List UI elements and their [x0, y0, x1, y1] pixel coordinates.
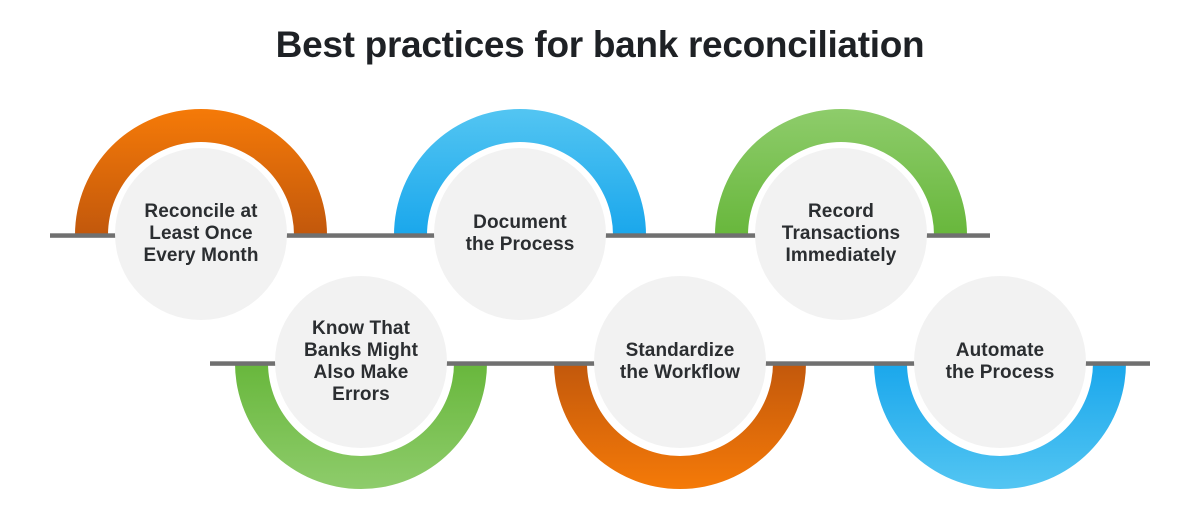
- page-title: Best practices for bank reconciliation: [275, 24, 925, 65]
- node-circle-1: [115, 148, 287, 320]
- arc-ring-green-down: [235, 363, 487, 489]
- arc-ring-orange-down: [554, 363, 806, 489]
- step-label-know: Know That Banks Might Also Make Errors: [303, 318, 419, 405]
- arc-ring-orange-up: [75, 109, 327, 235]
- node-circle-3: [755, 148, 927, 320]
- arc-ring-blue-up: [394, 109, 646, 235]
- node-circle-5: [594, 276, 766, 448]
- node-circles: [115, 148, 1086, 448]
- node-circle-4: [275, 276, 447, 448]
- step-label-reconcile: Reconcile at Least Once Every Month: [143, 201, 259, 266]
- arc-rings: [75, 109, 1126, 489]
- step-label-record: Record Transactions Immediately: [781, 201, 901, 266]
- arc-ring-green-up: [715, 109, 967, 235]
- step-label-standardize: Standardize the Workflow: [619, 340, 741, 383]
- node-circle-2: [434, 148, 606, 320]
- step-label-document: Document the Process: [465, 212, 575, 255]
- step-label-automate: Automate the Process: [945, 340, 1055, 383]
- node-circle-6: [914, 276, 1086, 448]
- arc-ring-blue-down: [874, 363, 1126, 489]
